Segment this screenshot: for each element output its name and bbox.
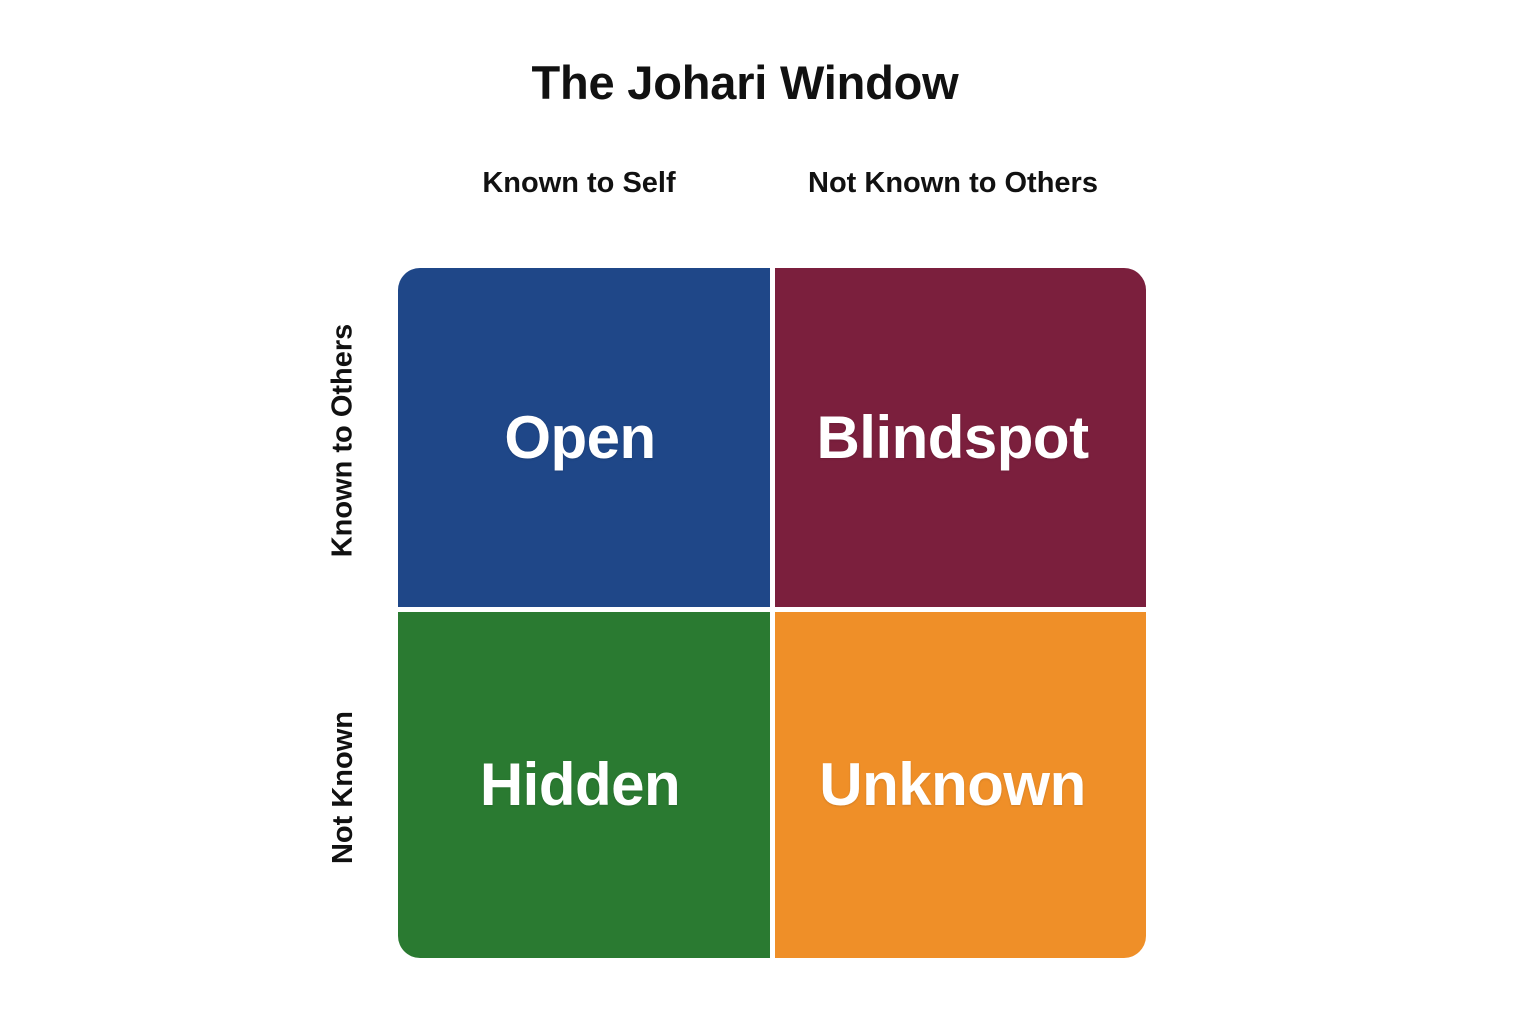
quadrant-hidden[interactable]: Hidden (398, 612, 770, 958)
row-header-known-to-others-text: Known to Others (326, 323, 359, 557)
column-header-known-to-self: Known to Self (482, 167, 676, 199)
quadrant-unknown[interactable]: Unknown (775, 612, 1146, 958)
quadrant-hidden-label: Hidden (479, 751, 681, 818)
row-header-not-known-text: Not Known (326, 710, 359, 865)
quadrant-blindspot-label: Blindspot (816, 403, 1089, 471)
quadrant-blindspot[interactable]: Blindspot (775, 268, 1146, 607)
quadrant-unknown-label: Unknown (819, 751, 1086, 818)
johari-quadrant-grid: Open Blindspot Hidden Unknown (398, 268, 1146, 958)
row-header-known-to-others: Known to Others (300, 268, 386, 612)
row-header-not-known: Not Known (300, 617, 386, 958)
column-header-row: Known to Self Not Known to Others (398, 165, 1146, 261)
diagram-title-text: The Johari Window (531, 56, 959, 109)
column-header-not-known-to-others: Not Known to Others (808, 167, 1098, 199)
quadrant-open[interactable]: Open (398, 268, 770, 607)
diagram-title: The Johari Window (0, 56, 1536, 109)
quadrant-open-label: Open (504, 403, 656, 471)
